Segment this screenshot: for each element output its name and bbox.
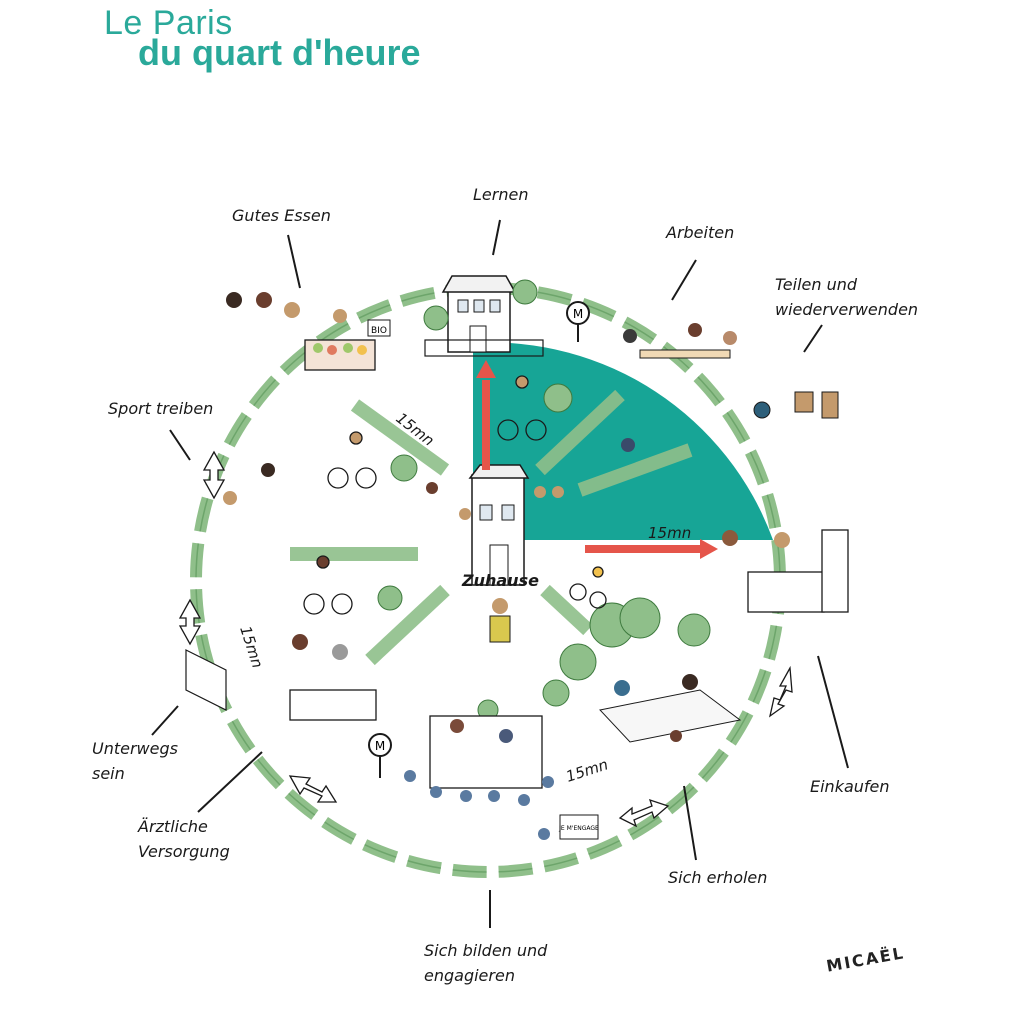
label-arbeiten: Arbeiten [666,223,735,242]
cyclist-w [303,555,353,615]
label-sich-bilden-line2: engagieren [424,966,515,985]
tree [559,643,597,681]
market-stall: BIO [304,319,391,371]
distance-label-south: 15mn [564,755,611,785]
arrow-north [476,360,496,470]
leader-einkaufen [817,655,849,769]
bidirectional-arrow-nw [202,450,226,500]
label-teilen-line2: wiederverwenden [775,300,919,319]
leader-teilen [803,324,823,353]
tree [377,585,403,611]
path-sw [365,584,450,666]
label-gutes-essen: Gutes Essen [232,206,331,225]
leader-arbeiten [671,259,697,301]
label-unterwegs-line2: sein [92,764,125,783]
bidirectional-arrow-w [178,598,202,646]
label-sich-erholen: Sich erholen [668,868,768,887]
shared-furniture [753,391,839,419]
cyclist-north [497,375,547,441]
home-building [468,464,530,586]
tree [677,613,711,647]
pedestrians-center [426,438,635,520]
doctor-scene [289,634,377,721]
leader-gutes-essen [287,234,301,289]
arrow-east [585,539,718,559]
office-desk [623,323,737,359]
crowd [404,770,554,840]
title-line-2: du quart d'heure [138,32,421,73]
bakery-counter [722,529,849,613]
cyclist-se [569,566,607,609]
theatre-stage [429,715,543,789]
leader-lernen [492,219,501,256]
label-aerztlich-line2: Versorgung [138,842,230,861]
svg-text:JE M'ENGAGE: JE M'ENGAGE [558,825,599,832]
tree [423,305,449,331]
tree [390,454,418,482]
tree [543,383,573,413]
school-building [424,275,544,357]
distance-label-east: 15mn [648,524,691,542]
engage-sign: JE M'ENGAGE [558,814,599,840]
sport-figures [223,463,275,505]
leader-unterwegs [151,705,179,736]
path-ne2 [577,443,693,497]
bidirectional-arrow-sw [288,775,338,803]
tree [619,597,661,639]
label-lernen: Lernen [473,185,529,204]
distance-label-west: 15mn [236,624,266,671]
cyclist-nw [327,431,377,489]
food-shoppers [226,292,347,323]
svg-text:BIO: BIO [371,326,387,336]
tree [542,679,570,707]
label-einkaufen: Einkaufen [810,777,890,796]
worker-figure [489,598,511,643]
label-teilen-line1: Teilen und [775,275,858,294]
leader-sport [169,429,191,461]
bidirectional-arrow-s [618,798,670,828]
svg-text:M: M [375,739,385,753]
picnic-blanket [599,674,742,743]
leader-erholen [683,785,697,861]
bidirectional-arrow-e [768,665,793,718]
center-label-zuhause: Zuhause [462,571,539,590]
label-unterwegs-line1: Unterwegs [92,739,178,758]
label-aerztlich-line1: Ärztliche [138,817,208,836]
tree [512,279,538,305]
path-nw [350,399,450,476]
leader-aerztlich [197,751,263,813]
metro-sign-north: M [566,301,590,342]
svg-text:M: M [573,307,583,321]
label-sich-bilden-line1: Sich bilden und [424,941,548,960]
bike-lane-sign [185,649,227,711]
path-se [540,584,593,636]
path-ne1 [535,389,625,476]
metro-sign-south: M [368,733,392,778]
label-sport-treiben: Sport treiben [108,399,214,418]
title-line-1: Le Paris [104,4,233,42]
